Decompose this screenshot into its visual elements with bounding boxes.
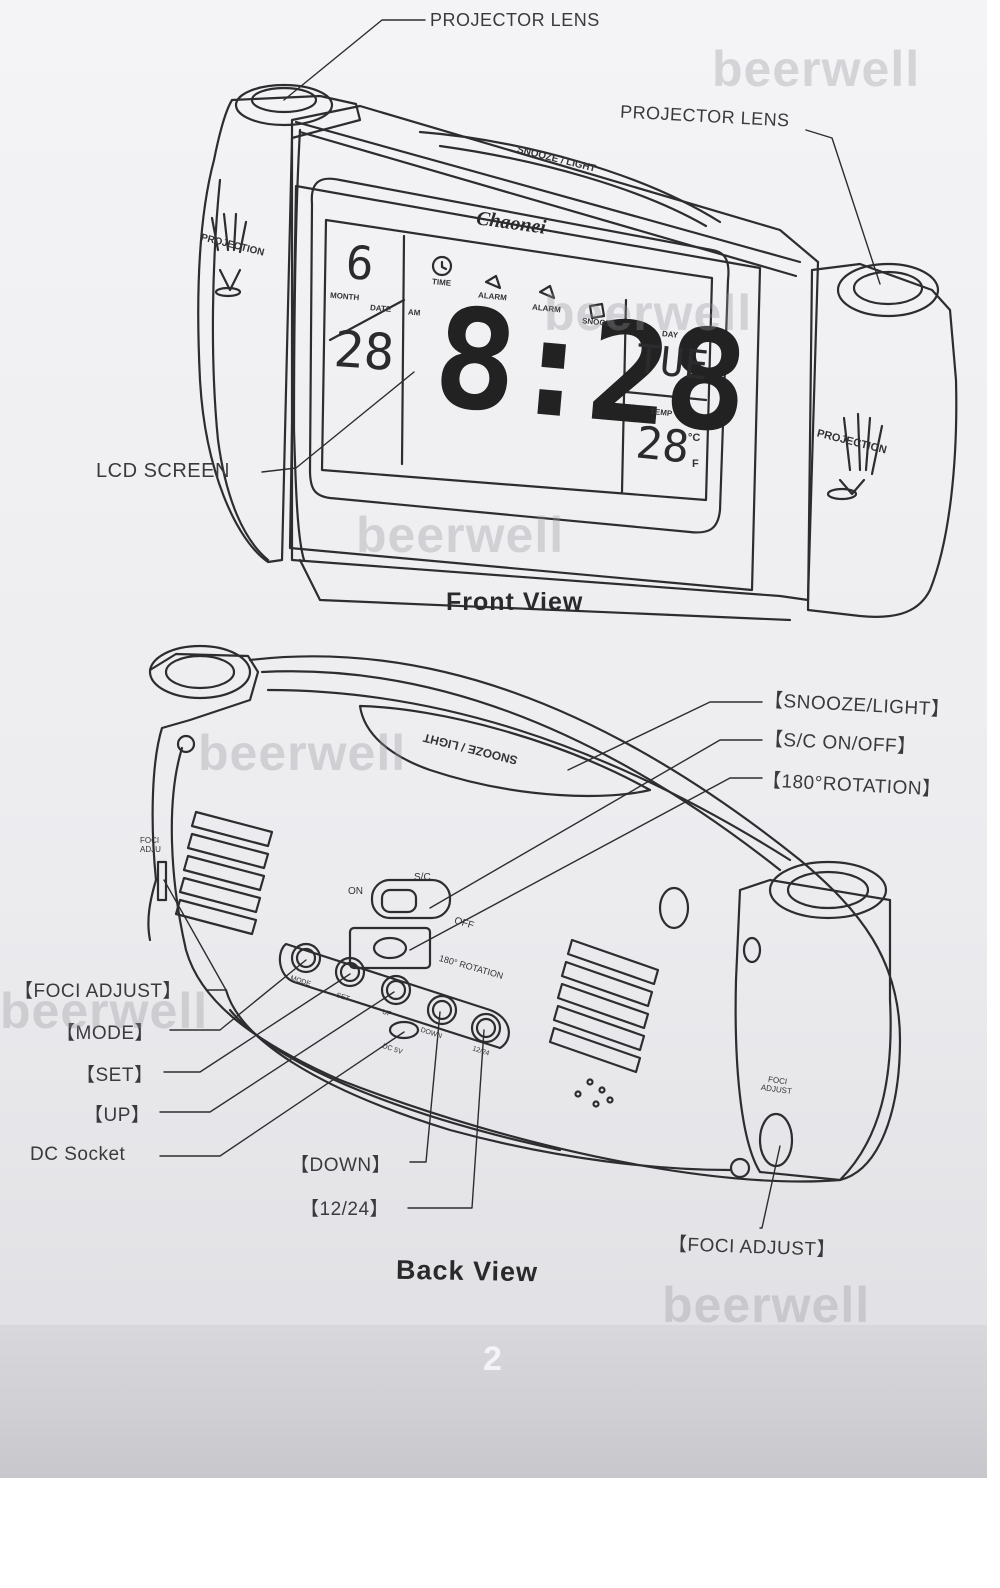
label-mode: 【MODE】 [56, 1023, 155, 1044]
lcd-temp-unit-c: °C [688, 432, 701, 444]
lcd-temp: 28 [633, 417, 692, 474]
label-foci-adjust-left: 【FOCI ADJUST】 [14, 981, 183, 1002]
back-view-device [147, 644, 902, 1183]
front-view-title: Front View [446, 588, 584, 616]
lcd-date: 28 [332, 319, 397, 383]
lcd-icon-time-label: TIME [431, 277, 452, 288]
manual-page: 6 MONTH DATE 28 AM 8:28 TIME ALARM ALARM… [0, 0, 987, 1478]
foci-small-left: FOCI ADJU [140, 836, 161, 854]
label-down: 【DOWN】 [290, 1155, 392, 1176]
lcd-temp-unit-f: F [692, 458, 699, 470]
watermark-bottom-right: beerwell [662, 1277, 871, 1333]
page-footer-band [0, 1325, 987, 1478]
watermark-back-top: beerwell [198, 725, 407, 781]
watermark-top-right: beerwell [712, 41, 921, 97]
lcd-am: AM [407, 307, 421, 318]
label-set: 【SET】 [76, 1065, 154, 1086]
switch-sc-text: S/C [414, 872, 431, 883]
watermark-lcd: beerwell [544, 285, 753, 341]
label-projector-lens-left: PROJECTOR LENS [430, 10, 600, 30]
device-illustrations [147, 19, 958, 1229]
switch-on-text: ON [348, 886, 363, 897]
watermark-back-left: beerwell [0, 983, 209, 1039]
label-12-24: 【12/24】 [300, 1199, 390, 1220]
lcd-day: TUE [633, 336, 711, 390]
label-up: 【UP】 [84, 1105, 151, 1126]
front-view-device [197, 83, 958, 622]
lcd-date-label: DATE [369, 303, 392, 314]
back-leader-lines [159, 701, 781, 1229]
label-lcd-screen: LCD SCREEN [96, 460, 230, 482]
label-dc-socket: DC Socket [30, 1144, 126, 1165]
lcd-month: 6 [344, 235, 376, 291]
back-view-title: Back View [395, 1254, 539, 1288]
front-leader-lines [261, 19, 881, 473]
page-number: 2 [483, 1340, 502, 1378]
watermark-front-bottom: beerwell [356, 507, 565, 563]
